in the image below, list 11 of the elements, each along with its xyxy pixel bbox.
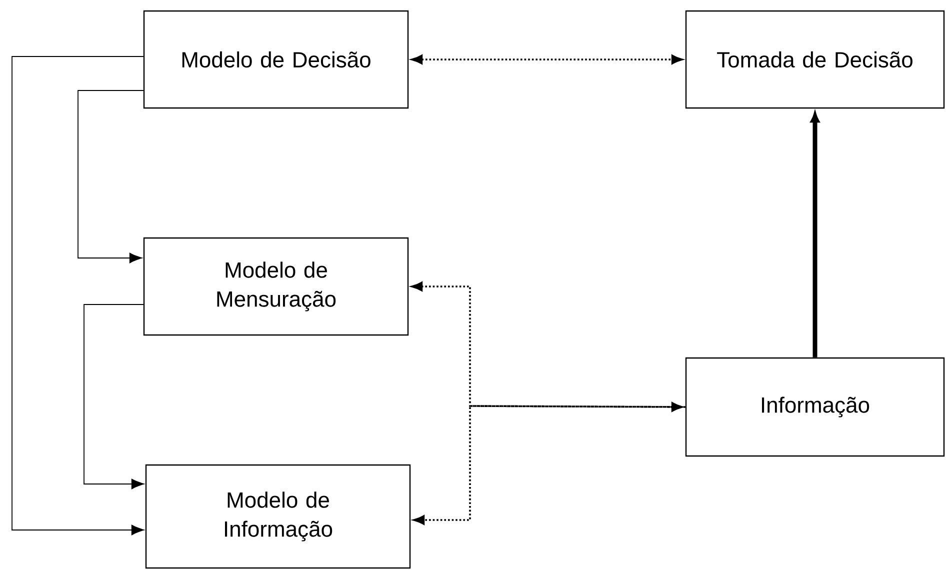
arrow — [411, 282, 683, 412]
process-box: Modelo de Decisão — [143, 10, 409, 109]
arrow — [12, 56, 144, 536]
arrow — [78, 90, 144, 264]
process-box: Tomada de Decisão — [685, 10, 945, 109]
process-box: Modelo de Informação — [145, 464, 411, 569]
arrow — [411, 54, 683, 64]
arrow — [413, 405, 686, 525]
arrow — [84, 304, 144, 490]
process-box: Informação — [685, 357, 945, 457]
process-box: Modelo de Mensuração — [143, 237, 409, 336]
